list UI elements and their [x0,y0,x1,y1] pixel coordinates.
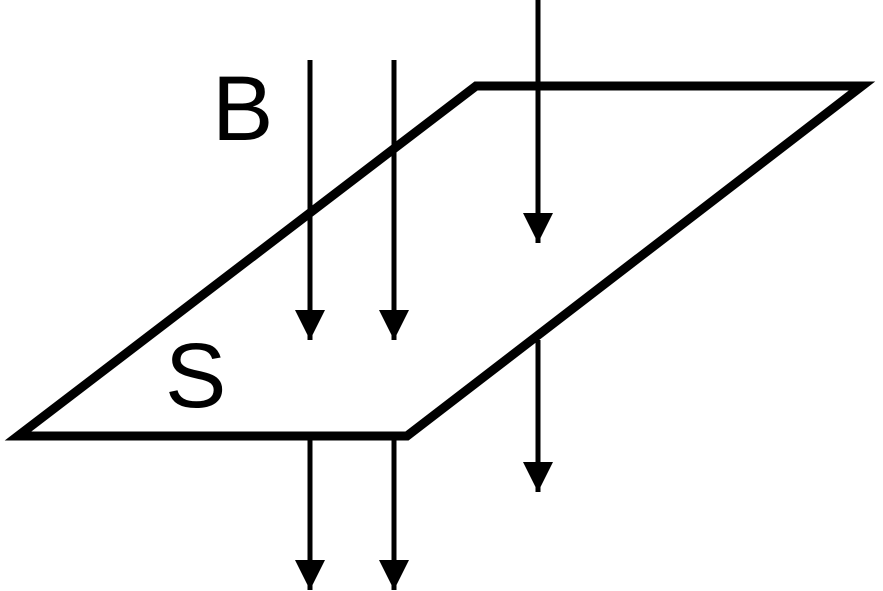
field-label: B [212,58,273,160]
surface-plane [4,81,876,441]
field-lines-lower [295,340,553,590]
field-lines-upper [295,0,553,340]
surface-label: S [165,325,226,427]
